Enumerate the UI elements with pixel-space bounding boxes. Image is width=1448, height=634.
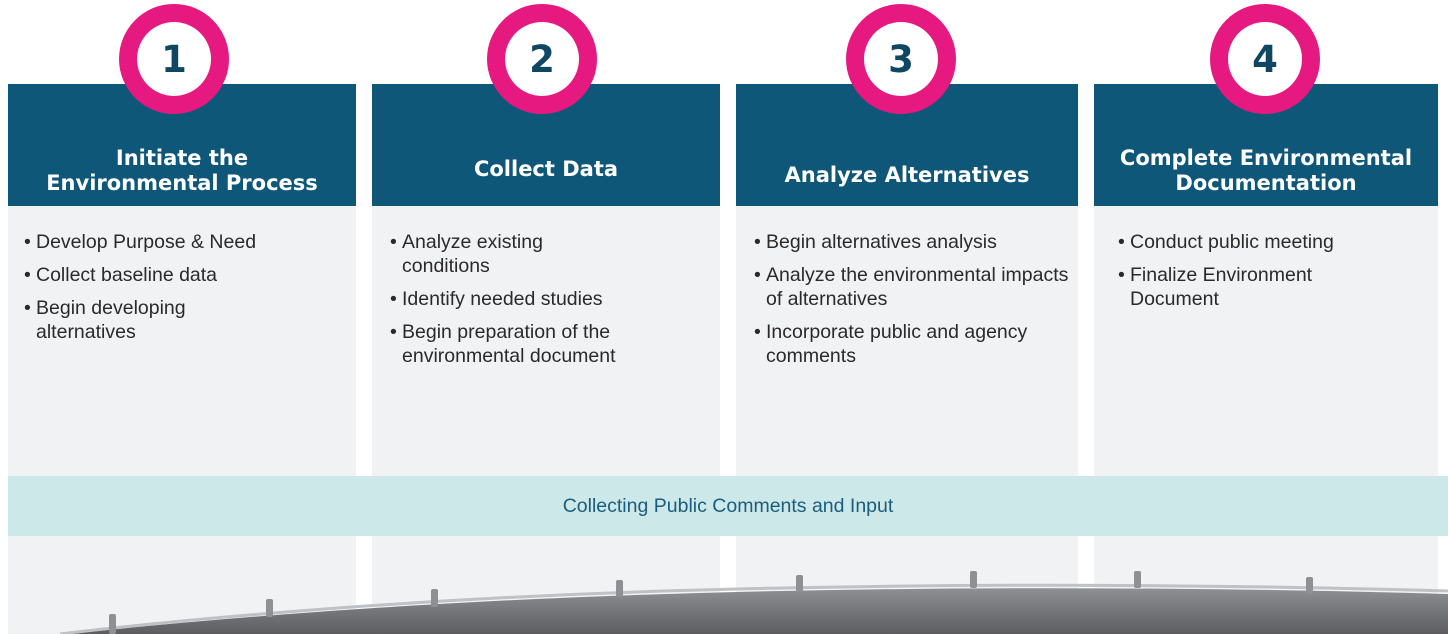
- step-4-number: 4: [1228, 22, 1302, 96]
- road-post: [796, 575, 803, 592]
- step-1-bullet-list: Develop Purpose & Need Collect baseline …: [24, 230, 344, 353]
- step-2-number-badge: 2: [487, 4, 597, 114]
- step-3-number-badge: 3: [846, 4, 956, 114]
- road-post: [1306, 577, 1313, 594]
- step-4-number-badge: 4: [1210, 4, 1320, 114]
- step-4-bullet: Conduct public meeting: [1118, 230, 1428, 254]
- road-post: [266, 599, 273, 617]
- step-1-number: 1: [137, 22, 211, 96]
- step-2-title: Collect Data: [473, 157, 619, 181]
- road-post: [109, 614, 116, 634]
- step-3-bullet: Analyze the environmental impacts of alt…: [754, 263, 1076, 311]
- step-1-number-badge: 1: [119, 4, 229, 114]
- road-post: [1134, 571, 1141, 588]
- public-comments-label: Collecting Public Comments and Input: [562, 494, 894, 517]
- road-post: [970, 571, 977, 588]
- step-2-bullet-list: Analyze existing conditions Identify nee…: [390, 230, 702, 377]
- step-2-number: 2: [505, 22, 579, 96]
- step-4-title: Complete Environmental Documentation: [1119, 146, 1413, 195]
- step-2-bullet: Identify needed studies: [390, 287, 702, 311]
- step-1-bullet: Develop Purpose & Need: [24, 230, 344, 254]
- step-2-bullet: Begin preparation of the environmental d…: [390, 320, 702, 368]
- step-3-title: Analyze Alternatives: [784, 163, 1030, 187]
- step-1-bullet: Collect baseline data: [24, 263, 344, 287]
- step-2-bullet: Analyze existing conditions: [390, 230, 612, 278]
- step-3-bullet: Begin alternatives analysis: [754, 230, 1006, 254]
- road-post: [431, 589, 438, 607]
- step-3-number: 3: [864, 22, 938, 96]
- step-3-bullet: Incorporate public and agency comments: [754, 320, 1046, 368]
- step-4-bullet-list: Conduct public meeting Finalize Environm…: [1118, 230, 1428, 320]
- step-1-bullet: Begin developing alternatives: [24, 296, 266, 344]
- road-post: [616, 580, 623, 597]
- road-edge: [59, 583, 1448, 634]
- step-3-bullet-list: Begin alternatives analysis Analyze the …: [754, 230, 1068, 377]
- road-surface: [70, 588, 1448, 634]
- step-1-title: Initiate the Environmental Process: [46, 146, 318, 195]
- step-4-bullet: Finalize Environment Document: [1118, 263, 1390, 311]
- public-comments-band: Collecting Public Comments and Input: [8, 476, 1448, 536]
